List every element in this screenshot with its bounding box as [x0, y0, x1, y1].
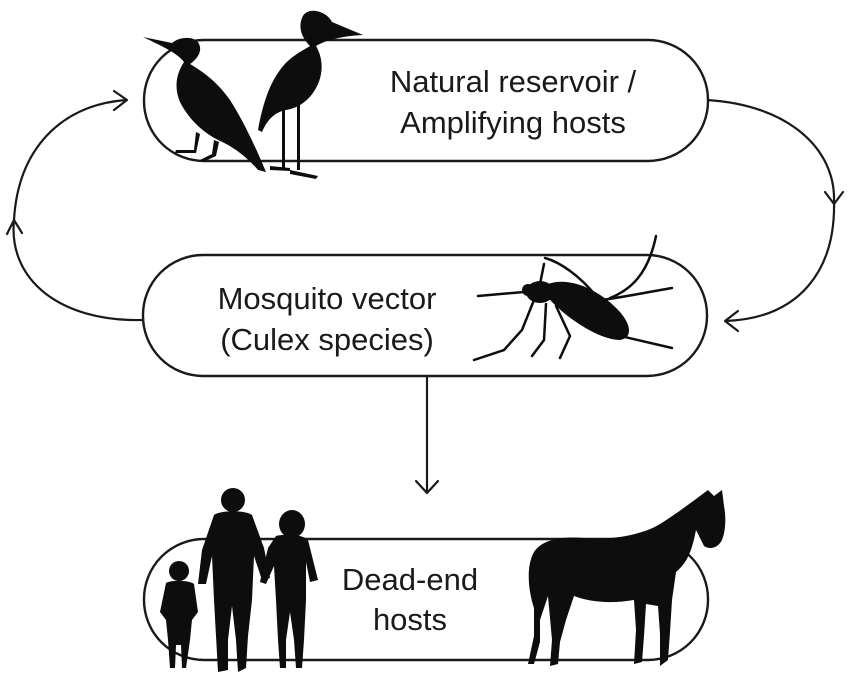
arrow-vector-to-reservoir: [12, 98, 144, 322]
arrowhead-left-right: [112, 89, 129, 112]
arrowhead-left-up: [5, 218, 24, 236]
deadend-label-line1: Dead-end: [342, 562, 478, 597]
heron-icon: [258, 10, 363, 179]
vector-label-line2: (Culex species): [220, 322, 434, 357]
woman-icon: [260, 510, 318, 668]
arrow-reservoir-to-vector: [706, 98, 836, 323]
mosquito-icon: [472, 234, 674, 362]
arrowhead-right-left: [723, 309, 740, 333]
reservoir-label-line2: Amplifying hosts: [400, 105, 626, 140]
arrowhead-right-down: [823, 190, 845, 206]
heron-icon: [143, 37, 266, 172]
child-icon: [160, 561, 198, 668]
reservoir-label-line1: Natural reservoir /: [390, 64, 637, 99]
deadend-label-line2: hosts: [373, 602, 447, 637]
horse-icon: [528, 490, 726, 666]
arrowhead-down: [414, 479, 440, 495]
man-icon: [198, 488, 270, 672]
vector-label-line1: Mosquito vector: [218, 281, 437, 316]
